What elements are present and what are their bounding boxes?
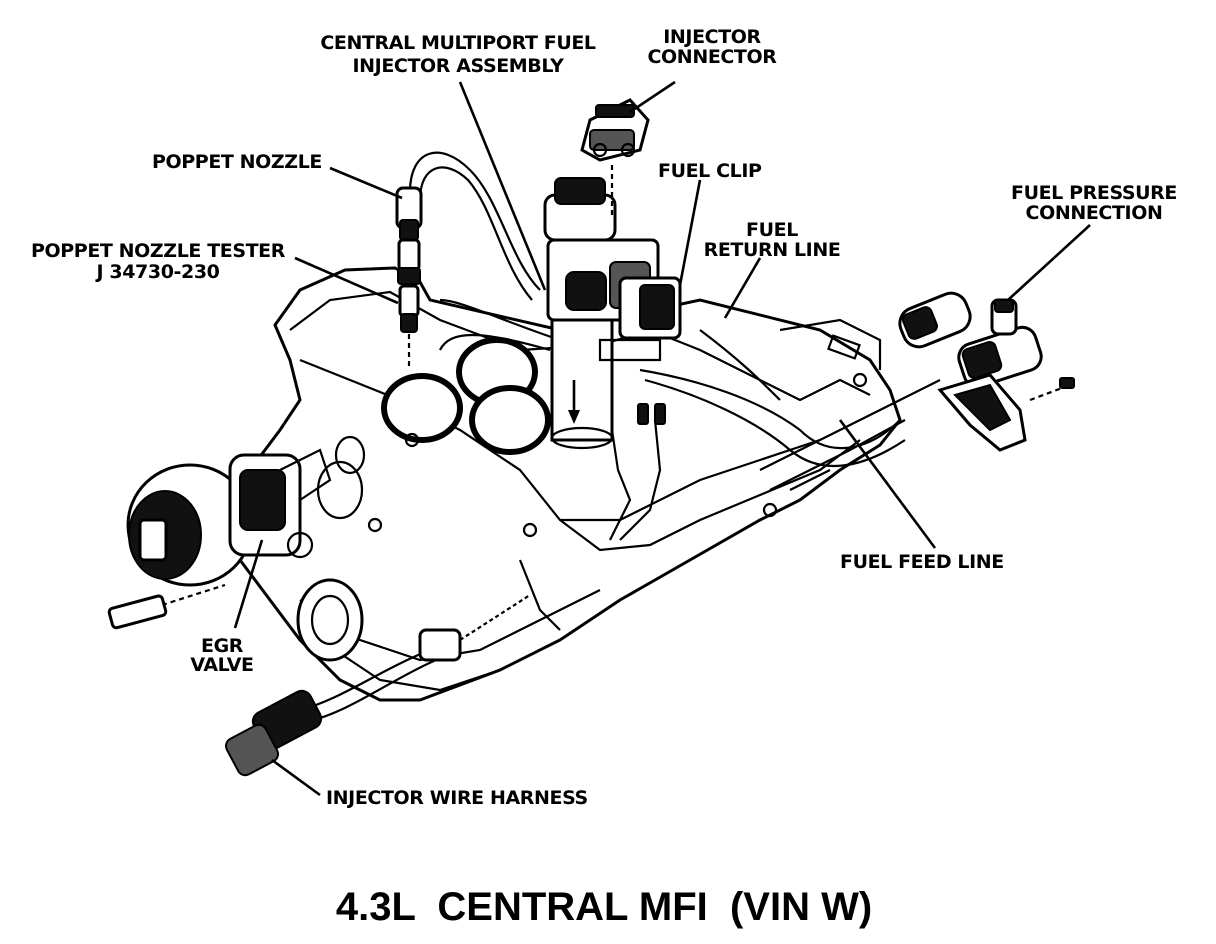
- label-poppet-tester-line1: POPPET NOZZLE TESTER: [31, 240, 286, 262]
- label-fuel-clip: FUEL CLIP: [658, 160, 762, 182]
- poppet-nozzle-drawing: [395, 151, 541, 368]
- label-fuel-return-line1: FUEL: [746, 219, 798, 241]
- label-injector-connector-line1: INJECTOR: [663, 26, 761, 48]
- fuel-pressure-drawing: [898, 291, 1075, 452]
- labels: CENTRAL MULTIPORT FUEL INJECTOR ASSEMBLY…: [31, 26, 1177, 809]
- diagram-caption: 4.3L CENTRAL MFI (VIN W): [336, 885, 872, 929]
- injector-connector-drawing: [580, 98, 650, 215]
- egr-valve-drawing: [107, 448, 332, 630]
- label-central-injector-line2: INJECTOR ASSEMBLY: [352, 55, 564, 77]
- label-central-injector-line1: CENTRAL MULTIPORT FUEL: [320, 32, 596, 54]
- label-egr-line2: VALVE: [190, 654, 253, 676]
- leader-lines: [233, 80, 1091, 797]
- intake-manifold-drawing: [107, 98, 1075, 777]
- label-egr-line1: EGR: [201, 635, 244, 657]
- injector-harness-drawing: [225, 403, 666, 777]
- label-fuel-pressure-line1: FUEL PRESSURE: [1011, 182, 1177, 204]
- label-injector-harness: INJECTOR WIRE HARNESS: [326, 787, 588, 809]
- label-poppet-nozzle: POPPET NOZZLE: [152, 151, 322, 173]
- label-fuel-return-line2: RETURN LINE: [704, 239, 841, 261]
- central-injector-drawing: [543, 177, 682, 362]
- label-fuel-feed-line: FUEL FEED LINE: [840, 551, 1004, 573]
- label-injector-connector-line2: CONNECTOR: [648, 46, 778, 68]
- label-fuel-pressure-line2: CONNECTION: [1026, 202, 1163, 224]
- label-poppet-tester-line2: J 34730-230: [95, 261, 220, 283]
